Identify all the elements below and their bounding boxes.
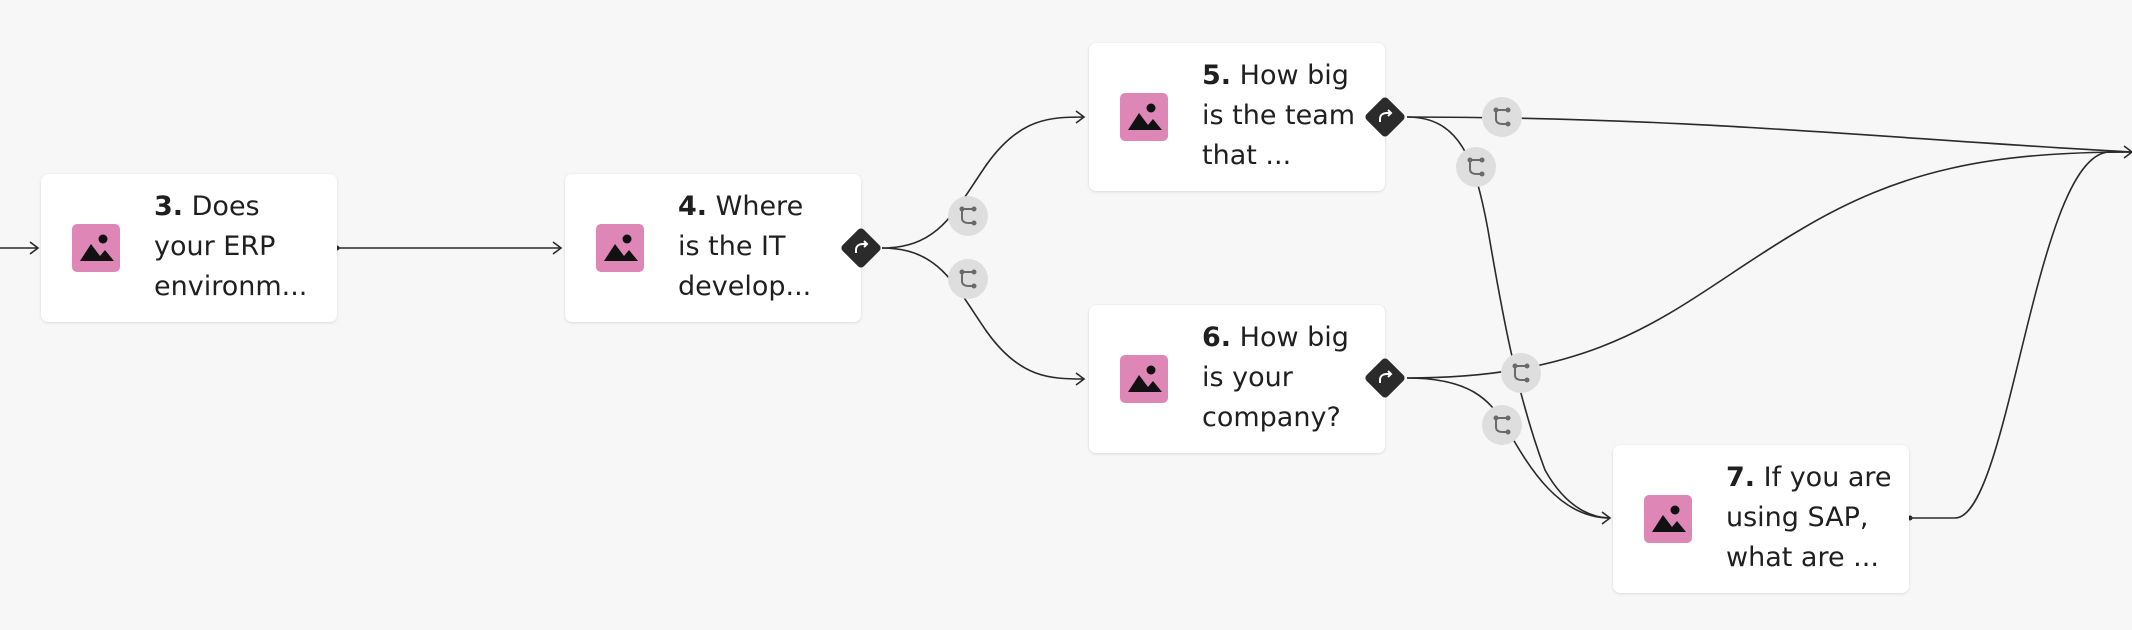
branch-arrow-icon[interactable] (1363, 95, 1407, 139)
node-question-text: How big is your company? (1202, 322, 1349, 433)
node-question: 7. If you are using SAP, what are ... (1726, 458, 1895, 578)
condition-icon[interactable] (1456, 147, 1496, 187)
condition-icon[interactable] (1482, 405, 1522, 445)
arrowhead (552, 241, 563, 255)
node-number: 5. (1202, 60, 1232, 91)
node-question: 5. How big is the team that ... (1202, 56, 1371, 176)
node-number: 4. (678, 191, 708, 222)
node-question: 4. Where is the IT develop... (678, 187, 847, 307)
question-node-6[interactable]: 6. How big is your company? (1089, 305, 1385, 453)
edge-7-end (1910, 151, 2132, 519)
branch-arrow-icon[interactable] (839, 226, 883, 270)
node-question-text: How big is the team that ... (1202, 60, 1356, 171)
node-question: 3. Does your ERP environm... (154, 187, 323, 307)
image-icon (1120, 93, 1168, 141)
condition-icon[interactable] (948, 196, 988, 236)
condition-icon[interactable] (948, 259, 988, 299)
node-question: 6. How big is your company? (1202, 318, 1371, 438)
node-number: 3. (154, 191, 184, 222)
edge-5-7 (1406, 116, 1611, 519)
edge-6-end (1406, 151, 2132, 379)
edge-4-5 (881, 116, 1085, 249)
question-node-4[interactable]: 4. Where is the IT develop... (565, 174, 861, 322)
arrowhead (1075, 372, 1086, 386)
image-icon (1644, 495, 1692, 543)
arrowhead (29, 241, 40, 255)
arrowhead (1075, 110, 1086, 124)
node-question-text: Where is the IT develop... (678, 191, 812, 302)
image-icon (596, 224, 644, 272)
question-node-5[interactable]: 5. How big is the team that ... (1089, 43, 1385, 191)
node-question-text: Does your ERP environm... (154, 191, 308, 302)
edge-5-end (1406, 116, 2132, 153)
edge-6-7 (1406, 377, 1611, 519)
image-icon (72, 224, 120, 272)
condition-icon[interactable] (1501, 353, 1541, 393)
node-number: 6. (1202, 322, 1232, 353)
edge-4-6 (881, 247, 1085, 380)
question-node-7[interactable]: 7. If you are using SAP, what are ... (1613, 445, 1909, 593)
condition-icon[interactable] (1482, 97, 1522, 137)
node-question-text: If you are using SAP, what are ... (1726, 462, 1892, 573)
image-icon (1120, 355, 1168, 403)
arrowhead (2123, 145, 2132, 159)
node-number: 7. (1726, 462, 1756, 493)
branch-arrow-icon[interactable] (1363, 356, 1407, 400)
question-node-3[interactable]: 3. Does your ERP environm... (41, 174, 337, 322)
